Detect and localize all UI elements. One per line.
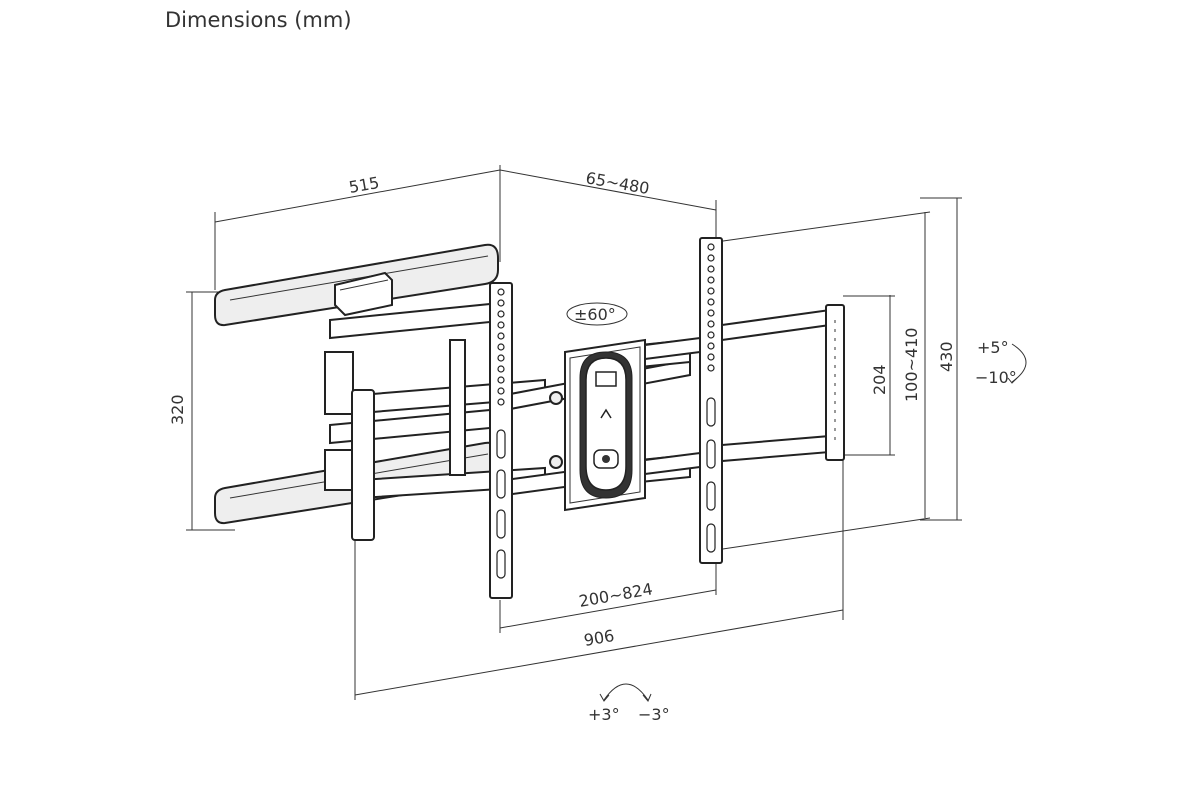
- dim-wall-plate-width: 65~480: [584, 168, 651, 198]
- tilt-head: [549, 338, 646, 512]
- level-plus-label: +3°: [588, 705, 620, 724]
- tilt-up-label: +5°: [977, 338, 1009, 357]
- dim-vesa-vertical: 100~410: [902, 328, 921, 402]
- page-title: Dimensions (mm): [165, 8, 352, 32]
- left-tv-bracket: [351, 282, 513, 599]
- tilt-indicator: +5° −10°: [975, 338, 1027, 387]
- right-tv-bracket: [699, 237, 723, 564]
- dim-wall-plate-height: 320: [168, 394, 187, 425]
- dim-total-width: 906: [582, 626, 615, 650]
- level-indicator: +3° −3°: [588, 683, 670, 724]
- dim-arm-depth: 515: [347, 173, 380, 197]
- dim-vesa-horizontal: 200~824: [577, 579, 654, 611]
- swivel-indicator: ±60°: [566, 302, 628, 326]
- dim-vesa-vertical-inner: 204: [870, 364, 889, 395]
- swivel-label: ±60°: [574, 305, 616, 324]
- tilt-down-label: −10°: [975, 368, 1017, 387]
- dimension-lines: [186, 165, 962, 700]
- mount-illustration: [214, 237, 845, 599]
- dim-total-height: 430: [937, 341, 956, 372]
- level-minus-label: −3°: [638, 705, 670, 724]
- right-frame: [644, 304, 845, 476]
